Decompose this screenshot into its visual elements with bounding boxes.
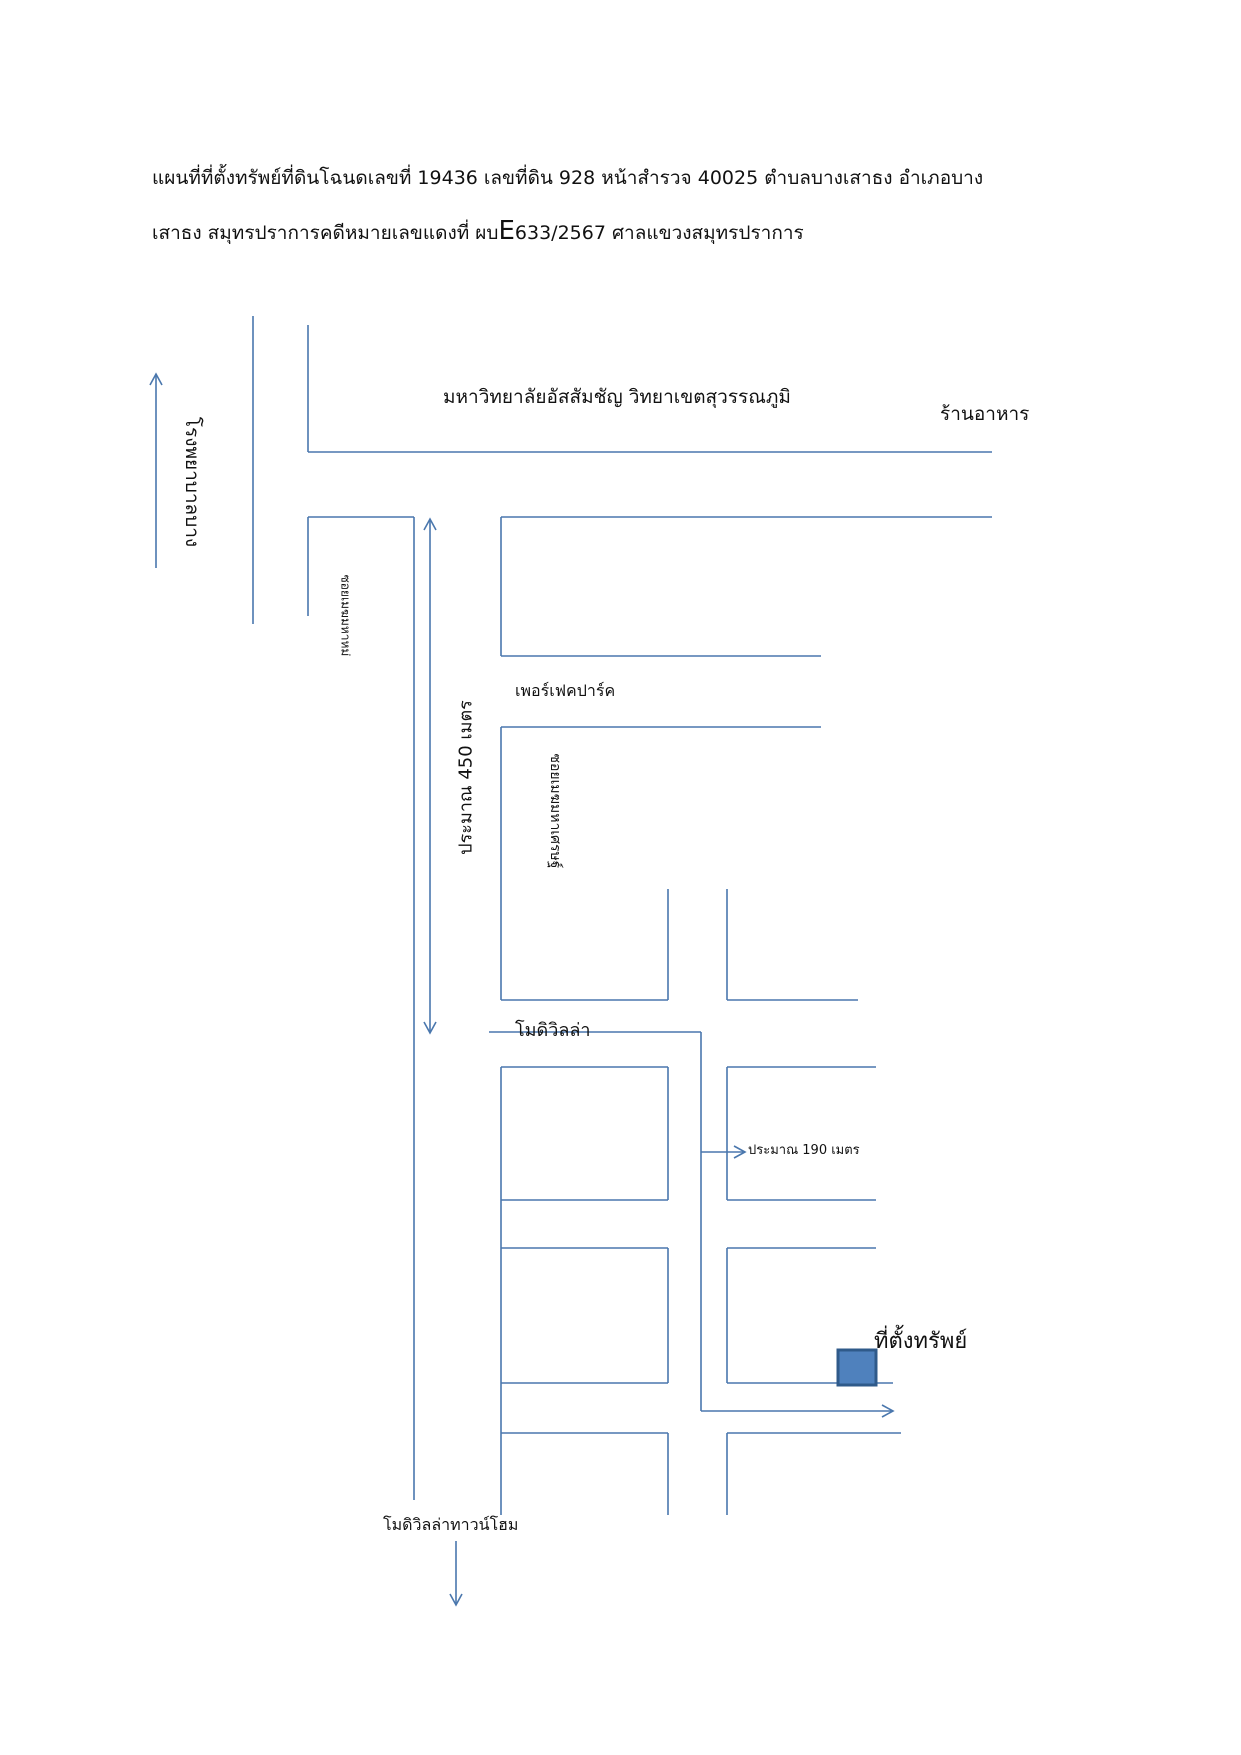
title-line-1: แผนที่ที่ตั้งทรัพย์ที่ดินโฉนดเลขที่ 1943…: [152, 167, 984, 189]
distance-450-label: ประมาณ 450 เมตร: [455, 700, 477, 855]
title-line-2-suffix: 633/2567 ศาลแขวงสมุทรปราการ: [514, 222, 804, 244]
soi-2-label: ซอยเมฆมหาเศรษฐ์: [547, 753, 563, 869]
modi-villa-townhome-label: โมดิวิลล่าทาวน์โฮม: [383, 1515, 519, 1534]
soi-1-label: ซอยเมฆมหาหม่: [338, 574, 353, 657]
route-lines: [489, 1031, 895, 1418]
property-location-label: ที่ตั้งทรัพย์: [874, 1329, 968, 1354]
perfect-park-label: เพอร์เฟคปาร์ค: [515, 681, 616, 700]
title-case-letter: E: [498, 216, 515, 246]
university-label: มหาวิทยาลัยอัสสัมชัญ วิทยาเขตสุวรรณภูมิ: [443, 386, 791, 408]
road-lines: [252, 316, 992, 1515]
title-line-2: เสาธง สมุทรปราการคดีหมายเลขแดงที่ ผบE633…: [152, 205, 1112, 260]
restaurant-label: ร้านอาหาร: [940, 403, 1030, 425]
map-title: แผนที่ที่ตั้งทรัพย์ที่ดินโฉนดเลขที่ 1943…: [152, 152, 1112, 260]
title-line-2-prefix: เสาธง สมุทรปราการคดีหมายเลขแดงที่ ผบ: [152, 222, 499, 244]
direction-arrows: [149, 372, 463, 1607]
modi-villa-label: โมดิวิลล่า: [515, 1020, 591, 1041]
distance-190-label: ประมาณ 190 เมตร: [748, 1143, 860, 1158]
property-marker: [836, 1348, 878, 1387]
hospital-label: โรงพยาบาลบาง: [181, 416, 203, 548]
